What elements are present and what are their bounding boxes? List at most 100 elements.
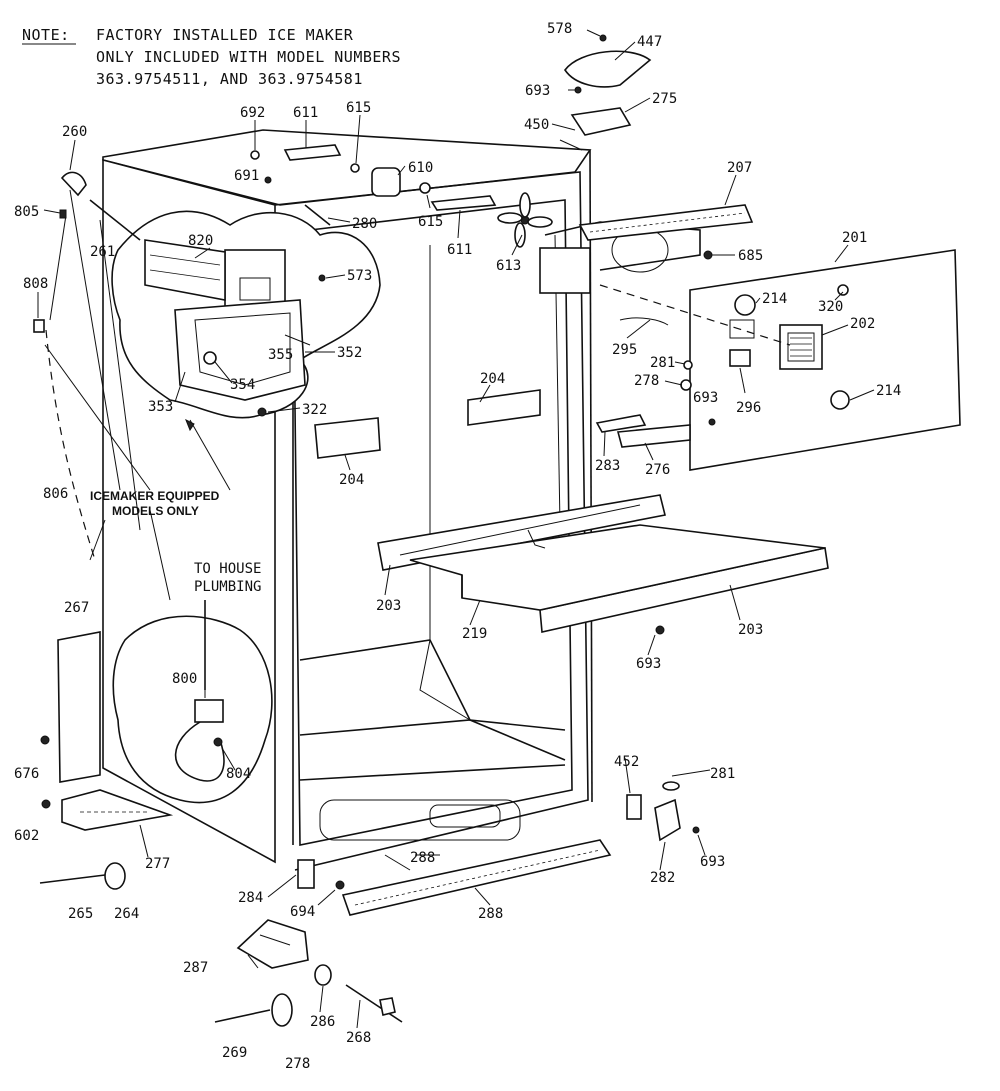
panel-267: [57, 631, 101, 783]
factory-note: NOTE: FACTORY INSTALLED ICE MAKER ONLY I…: [22, 26, 400, 88]
label-288: 288: [410, 850, 435, 866]
bin-screw: [203, 351, 217, 365]
label-295: 295: [612, 342, 637, 358]
grille-202: [779, 324, 823, 370]
label-611: 611: [293, 105, 318, 121]
tube-261: [89, 199, 141, 241]
icemaker-window: [239, 277, 271, 301]
label-277: 277: [145, 856, 170, 872]
plumbing-line1: TO HOUSE: [194, 561, 261, 577]
screw-602: [41, 799, 51, 809]
label-280: 280: [352, 216, 377, 232]
icemaker-module: [224, 249, 286, 311]
label-214: 214: [762, 291, 787, 307]
grille-288: [341, 839, 612, 916]
bottom-parts: [39, 631, 700, 1027]
label-265: 265: [68, 906, 93, 922]
label-804: 804: [226, 766, 251, 782]
lever-283: [595, 414, 647, 433]
label-267: 267: [64, 600, 89, 616]
water-line-806: [45, 329, 96, 561]
label-676: 676: [14, 766, 39, 782]
part-280: [304, 204, 331, 226]
bracket-277: [61, 789, 174, 831]
label-320: 320: [818, 299, 843, 315]
cover-207-teeth: [589, 212, 746, 233]
label-204: 204: [480, 371, 505, 387]
arrow-up: [185, 418, 195, 432]
ice-bin-inner: [194, 312, 291, 386]
caster-278: [271, 993, 293, 1027]
screw-692: [250, 150, 260, 160]
label-260: 260: [62, 124, 87, 140]
wire-805: [49, 214, 67, 321]
label-219: 219: [462, 626, 487, 642]
label-275: 275: [652, 91, 677, 107]
label-286: 286: [310, 1014, 335, 1030]
label-282: 282: [650, 870, 675, 886]
bolt-268: [345, 984, 403, 1023]
label-261: 261: [90, 244, 115, 260]
label-281: 281: [650, 355, 675, 371]
ice-bin: [174, 299, 306, 401]
bracket-611a: [283, 144, 342, 161]
loop-tube: [174, 721, 225, 782]
bracket-204a: [467, 389, 541, 426]
label-685: 685: [738, 248, 763, 264]
note-line-1: FACTORY INSTALLED ICE MAKER: [96, 26, 354, 44]
label-203b: 203: [738, 622, 763, 638]
hinge-276: [616, 424, 691, 448]
note-prefix: NOTE:: [22, 26, 70, 44]
cap-447: [564, 50, 652, 88]
label-615: 615: [346, 100, 371, 116]
panel-201: [689, 249, 961, 471]
label-203: 203: [376, 598, 401, 614]
part-labels: 578 447 693 275 450 692 611 615 260 610 …: [14, 21, 901, 1072]
ptr-e: [149, 509, 171, 601]
screw-685: [703, 250, 713, 260]
icemaker-pointers: [44, 189, 231, 601]
hinge-282: [654, 798, 681, 842]
screw-578: [599, 34, 607, 42]
label-452: 452: [614, 754, 639, 770]
bracket-284: [297, 859, 315, 889]
panel-dash: [599, 284, 791, 346]
plumbing-annotation: TO HOUSE PLUMBING: [194, 561, 261, 595]
grommet-808: [33, 319, 45, 333]
fan-motor-housing: [539, 247, 591, 294]
icemaker-equipped-line1: ICEMAKER EQUIPPED: [90, 489, 220, 503]
screw-573: [318, 274, 326, 282]
rail-slot: [399, 504, 641, 556]
cap-286: [314, 964, 332, 986]
label-447: 447: [637, 34, 662, 50]
bracket-452: [626, 794, 642, 820]
plumbing-line2: PLUMBING: [194, 579, 261, 595]
screw-693d: [692, 826, 700, 834]
clip-288: [384, 854, 411, 871]
mold-line-1: [149, 254, 221, 266]
control-panel: [599, 249, 961, 471]
pointer-261: [99, 219, 141, 531]
leveler-detail: [259, 934, 291, 946]
leveler-287: [236, 919, 309, 969]
label-613: 613: [496, 258, 521, 274]
ptr-c: [189, 419, 231, 491]
wire-295: [619, 317, 669, 326]
washer-281: [683, 360, 693, 370]
label-610: 610: [408, 160, 433, 176]
label-283: 283: [595, 458, 620, 474]
fill-tube: [33, 171, 141, 561]
label-611b: 611: [447, 242, 472, 258]
bracket-275: [570, 107, 632, 136]
label-202: 202: [850, 316, 875, 332]
label-693: 693: [525, 83, 550, 99]
label-201: 201: [842, 230, 867, 246]
label-693c: 693: [636, 656, 661, 672]
fill-cup-260: [60, 171, 87, 197]
label-296: 296: [736, 400, 761, 416]
leader-lines: [37, 29, 875, 1029]
label-354: 354: [230, 377, 255, 393]
bracket-204b: [314, 417, 381, 459]
label-355: 355: [268, 347, 293, 363]
